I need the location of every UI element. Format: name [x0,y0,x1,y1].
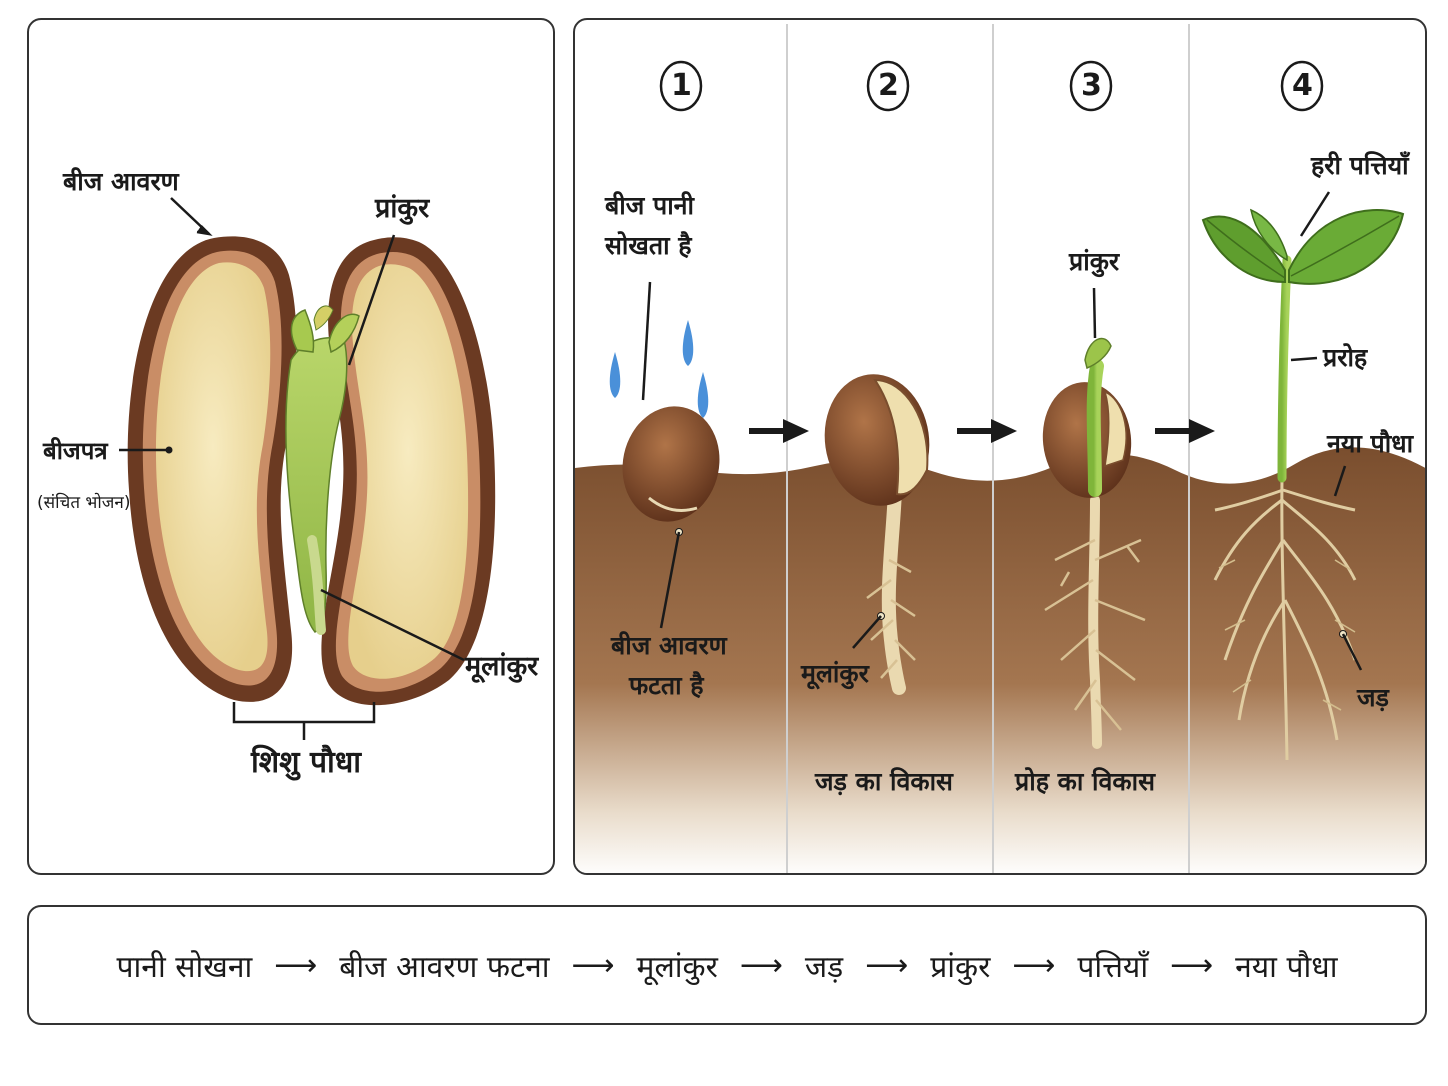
germination-illustration [575,24,1425,873]
pointer-lines [119,197,465,740]
stage-1-bottom-label-line1: बीज आवरण [611,631,727,660]
label-seed-coat: बीज आवरण [63,167,179,196]
right-arrow-icon: ⟶ [571,947,615,983]
stage-4-label-leaves: हरी पत्तियाँ [1311,151,1409,180]
right-arrow-icon: ⟶ [1012,947,1056,983]
right-cotyledon [348,264,469,679]
sequence-panel: पानी सोखना ⟶ बीज आवरण फटना ⟶ मूलांकुर ⟶ … [27,905,1427,1025]
stage-number-circles [659,60,1324,112]
stage-2-caption: जड़ का विकास [815,767,953,796]
stage-3-number: 3 [1081,68,1102,103]
stage-dividers [786,24,1190,873]
stage-4-illustration [1201,191,1405,761]
stage-1-seed [622,406,720,522]
stage-4-label-root: जड़ [1357,683,1389,712]
sequence-step: नया पौधा [1235,949,1338,985]
water-drop-icon [697,372,709,418]
stage-3-pointer-label: प्रांकुर [1069,247,1120,276]
seed-anatomy-illustration [119,197,496,740]
sequence-step: मूलांकुर [636,949,718,985]
right-arrow-icon: ⟶ [739,947,783,983]
sequence-step: जड़ [804,949,844,985]
stage-1-top-label-line2: सोखता है [605,231,692,260]
left-cotyledon [155,262,271,672]
label-radicle: मूलांकुर [465,651,539,682]
stage-4-label-shoot: प्ररोह [1323,343,1368,372]
stage-3-caption: प्रोह का विकास [1015,767,1156,796]
stage-1-number: 1 [671,68,692,103]
label-cotyledon: बीजपत्र [43,437,108,465]
sequence-row: पानी सोखना ⟶ बीज आवरण फटना ⟶ मूलांकुर ⟶ … [29,907,1425,1023]
stage-arrows [749,419,1215,443]
right-arrow-icon: ⟶ [1170,947,1214,983]
stage-2-number: 2 [878,68,899,103]
embryo [285,305,360,635]
water-drop-icon [609,352,621,398]
stage-2-pointer-label: मूलांकुर [801,659,869,688]
stage-4-label-new-plant: नया पौधा [1327,429,1414,458]
label-embryo: शिशु पौधा [251,745,362,780]
stage-4-number: 4 [1292,68,1313,103]
sequence-step: प्रांकुर [930,949,991,985]
stage-1-top-label-line1: बीज पानी [605,191,695,220]
cotyledon-marker-dot [165,446,173,454]
label-plumule: प्रांकुर [375,193,430,224]
seed-anatomy-panel: बीज आवरण प्रांकुर बीजपत्र (संचित भोजन) म… [27,18,555,875]
sequence-step: पत्तियाँ [1077,949,1149,985]
stage-1-bottom-label-line2: फटता है [629,671,704,700]
germination-stages-panel: 1 2 3 4 बीज पानी सोखता है बीज आवरण फटता … [573,18,1427,875]
stage-1-illustration [609,281,720,629]
left-seed-half [127,236,297,702]
stage-2-illustration [824,374,930,695]
right-arrow-icon: ⟶ [865,947,909,983]
right-arrow-icon: ⟶ [274,947,318,983]
stage-3-illustration [1042,287,1146,749]
sequence-step: पानी सोखना [116,949,253,985]
right-seed-half [321,237,496,706]
label-cotyledon-note: (संचित भोजन) [37,493,131,513]
water-drop-icon [682,320,694,366]
sequence-step: बीज आवरण फटना [339,949,550,985]
